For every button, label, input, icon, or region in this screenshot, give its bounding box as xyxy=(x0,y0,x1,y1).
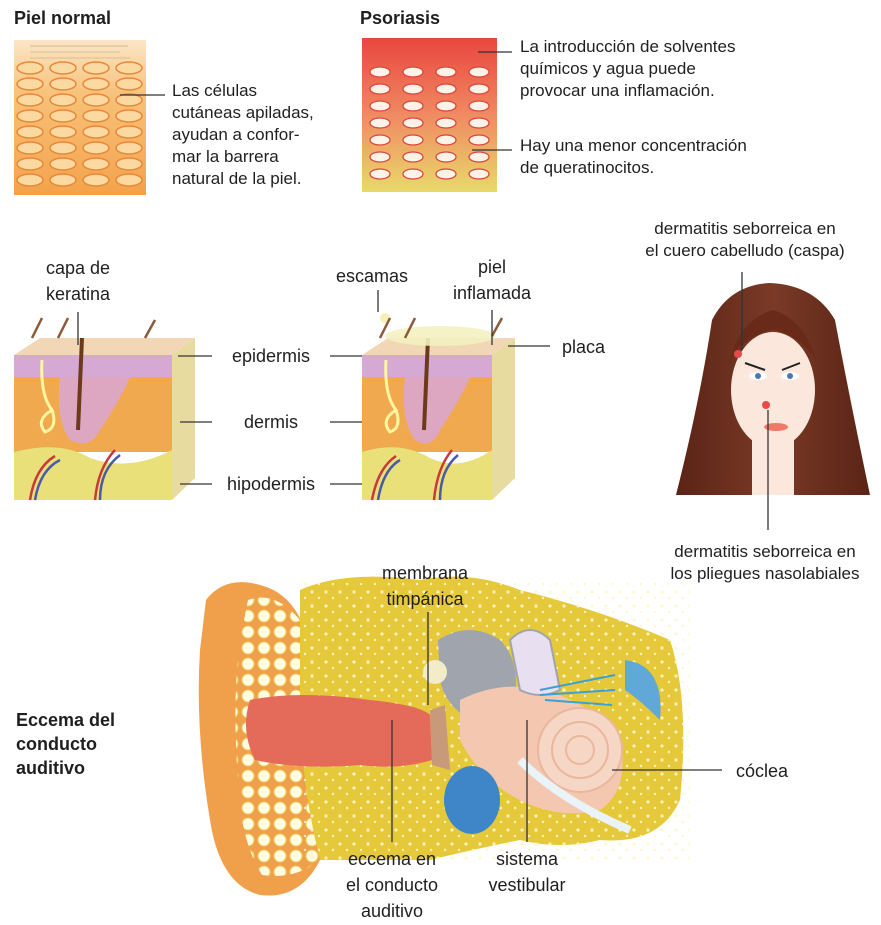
psoriasis-cell xyxy=(370,169,390,179)
psoriasis-cell xyxy=(403,118,423,128)
skin-cell xyxy=(116,142,142,154)
skin-cell xyxy=(17,174,43,186)
psoriasis-cell xyxy=(469,84,489,94)
psoriasis-cell xyxy=(469,169,489,179)
label-seborrheic-scalp: dermatitis seborreica en el cuero cabell… xyxy=(620,218,870,262)
skin-cell xyxy=(83,142,109,154)
skin-cell xyxy=(83,158,109,170)
psoriasis-cell xyxy=(370,118,390,128)
normal-skin-title: Piel normal xyxy=(14,8,111,29)
face-figure xyxy=(676,283,870,495)
label-keratin-layer: capa de keratina xyxy=(30,255,126,307)
psoriasis-cell xyxy=(436,118,456,128)
psoriasis-cell xyxy=(436,135,456,145)
psoriasis-cell xyxy=(469,101,489,111)
skin-cell xyxy=(17,158,43,170)
label-vestibular-system: sistema vestibular xyxy=(472,846,582,898)
skin-cell xyxy=(50,110,76,122)
skin-cell xyxy=(116,174,142,186)
psoriasis-title: Psoriasis xyxy=(360,8,440,29)
skin-cell xyxy=(17,62,43,74)
psoriasis-cell xyxy=(370,152,390,162)
skin-cell xyxy=(50,142,76,154)
label-hypodermis: hipodermis xyxy=(212,473,330,495)
skin-cell xyxy=(50,174,76,186)
psoriasis-cell xyxy=(370,84,390,94)
skin-cell xyxy=(17,78,43,90)
psoriasis-cell xyxy=(403,84,423,94)
label-canal-eczema: eccema en el conducto auditivo xyxy=(330,846,454,924)
psoriasis-cell xyxy=(469,152,489,162)
skin-cell xyxy=(83,78,109,90)
skin-cell xyxy=(83,110,109,122)
skin-cell xyxy=(17,110,43,122)
skin-cell xyxy=(50,62,76,74)
skin-cell xyxy=(116,94,142,106)
skin-cell xyxy=(17,142,43,154)
label-dermis: dermis xyxy=(212,411,330,433)
psoriasis-cell xyxy=(469,118,489,128)
normal-skin-figure xyxy=(14,40,146,195)
psoriasis-cell xyxy=(370,135,390,145)
normal-skin-note: Las células cutáneas apiladas, ayudan a … xyxy=(172,80,314,190)
skin-cell xyxy=(50,94,76,106)
psoriasis-cell xyxy=(469,135,489,145)
skin-cell xyxy=(17,94,43,106)
psoriasis-cell xyxy=(403,101,423,111)
ear-section-title: Eccema del conducto auditivo xyxy=(16,708,115,780)
psoriasis-cell xyxy=(370,101,390,111)
label-plaque: placa xyxy=(562,336,605,358)
skin-cell xyxy=(83,94,109,106)
label-scales: escamas xyxy=(336,265,408,287)
skin-cell xyxy=(116,158,142,170)
psoriasis-note-keratinocytes: Hay una menor concentración de queratino… xyxy=(520,135,747,179)
skin-cell xyxy=(50,78,76,90)
psoriasis-figure xyxy=(362,38,497,192)
skin-cell xyxy=(116,110,142,122)
label-tympanic-membrane: membrana timpánica xyxy=(365,560,485,612)
psoriasis-cell xyxy=(436,67,456,77)
psoriasis-cell xyxy=(436,84,456,94)
label-epidermis: epidermis xyxy=(212,345,330,367)
skin-cell xyxy=(17,126,43,138)
skin-cell xyxy=(50,126,76,138)
skin-cell xyxy=(116,78,142,90)
psoriasis-note-inflammation: La introducción de solventes químicos y … xyxy=(520,36,735,102)
psoriasis-cell xyxy=(403,67,423,77)
psoriasis-cell xyxy=(469,67,489,77)
psoriasis-cell xyxy=(403,152,423,162)
skin-cell xyxy=(116,62,142,74)
psoriasis-cell xyxy=(403,135,423,145)
label-seborrheic-folds: dermatitis seborreica en los pliegues na… xyxy=(650,541,880,585)
skin-cell xyxy=(83,126,109,138)
label-cochlea: cóclea xyxy=(736,760,788,782)
skin-cell xyxy=(83,62,109,74)
psoriasis-cell xyxy=(370,67,390,77)
psoriasis-cell xyxy=(436,169,456,179)
skin-cell xyxy=(116,126,142,138)
skin-cell xyxy=(83,174,109,186)
psoriasis-cell xyxy=(436,101,456,111)
psoriasis-cell xyxy=(403,169,423,179)
label-inflamed-skin: piel inflamada xyxy=(436,254,548,306)
psoriasis-cell xyxy=(436,152,456,162)
skin-cell xyxy=(50,158,76,170)
skin-cross-section-normal xyxy=(14,318,195,500)
